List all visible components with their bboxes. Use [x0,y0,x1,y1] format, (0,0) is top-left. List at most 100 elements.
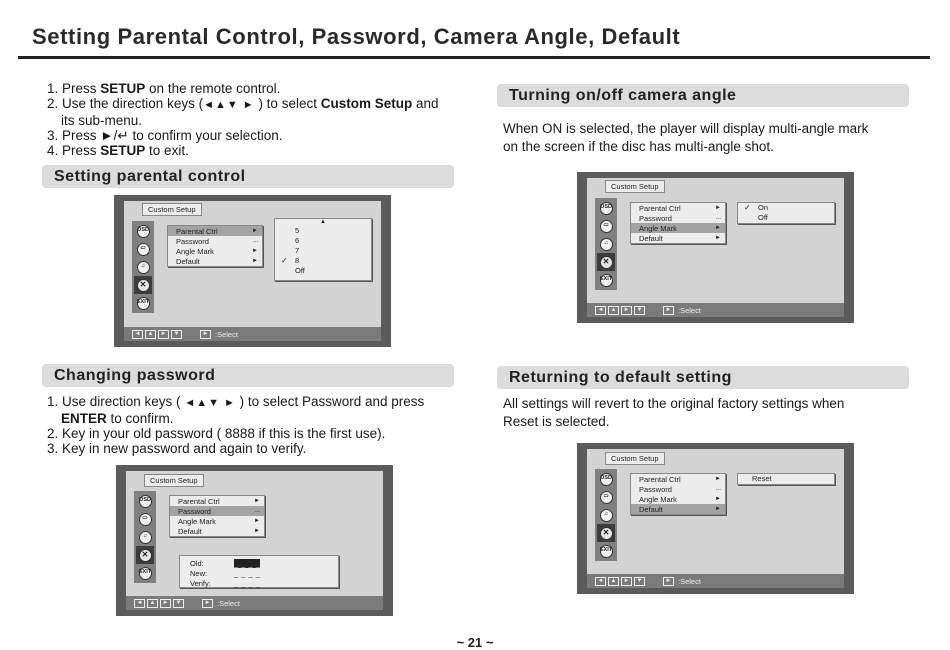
osd-icon-item: ✕ [597,253,615,271]
osd-icon-item: ▭ [134,240,152,258]
down-key-icon: ▼ [634,305,645,315]
password-step-1: 1. Use direction keys ( ◄▲▼ ► ) to selec… [47,394,424,411]
intro-step-1: 1. Press SETUP on the remote control. [47,81,439,96]
intro-step-3: 3. Press ►/↵ to confirm your selection. [47,128,439,143]
submenu-arrow-icon: ► [715,225,721,231]
osd-menu-label: Angle Mark [639,223,677,233]
left-key-icon: ◄ [595,576,606,586]
osd-scroll-up: ▲ [320,219,326,225]
osd-menu-item: Default► [631,504,725,514]
osd-icon-item: ✕ [134,276,152,294]
desc-line: All settings will revert to the original… [503,396,845,411]
osd-menu-item: Parental Ctrl► [168,226,262,236]
password-verify-label: Verify: [190,578,211,588]
down-key-icon: ▼ [173,598,184,608]
osd-settings-icon: OSD [599,472,613,486]
exit-icon: EXIT [599,544,613,558]
step-text: on the remote control. [145,81,281,96]
osd-icon-bar: OSD ▭ ♫ ✕ EXIT [595,469,617,561]
password-verify-field[interactable]: _ _ _ _ [234,578,261,588]
osd-option: Off [758,213,768,222]
osd-panel: Custom Setup OSD ▭ ♫ ✕ EXIT Parental Ctr… [587,449,844,588]
submenu-arrow-icon: ► [252,258,258,264]
desc-line: on the screen if the disc has multi-angl… [503,139,774,154]
osd-bottom-bar: ◄ ▲ ► ▼ ► :Select [124,327,381,341]
enter-key-icon: ►/↵ [100,128,129,143]
step-text: 1. Press [47,81,101,96]
default-description: All settings will revert to the original… [503,395,844,431]
camera-description: When ON is selected, the player will dis… [503,120,868,156]
osd-panel: Custom Setup OSD ▭ ♫ ✕ EXIT Parental Ctr… [124,201,381,341]
password-new-field[interactable]: _ _ _ _ [234,568,261,578]
osd-menu-label: Angle Mark [176,246,214,256]
osd-icon-item: ✕ [597,524,615,542]
left-key-icon: ◄ [132,329,143,339]
password-entry-box: Old: _ _ _ _ New:_ _ _ _ Verify: _ _ _ _ [179,555,339,588]
password-new-row: New:_ _ _ _ [190,568,338,578]
osd-menu-item: Angle Mark► [170,516,264,526]
check-icon: ✓ [744,203,751,212]
osd-panel: Custom Setup OSD ▭ ♫ ✕ EXIT Parental Ctr… [126,471,383,610]
osd-menu-label: Parental Ctrl [639,474,681,484]
osd-menu-item: Angle Mark► [168,246,262,256]
desc-line: Reset is selected. [503,414,610,429]
play-key-icon: ► [202,598,213,608]
osd-menu-label: Password [639,213,672,223]
submenu-arrow-icon: ► [254,498,260,504]
ellipsis-icon: ... [252,238,258,244]
speaker-icon: ♫ [138,530,152,544]
ellipsis-icon: ... [254,508,260,514]
exit-icon: EXIT [138,566,152,580]
speaker-icon: ♫ [136,260,150,274]
tv-icon: ▭ [138,512,152,526]
osd-settings-icon: OSD [138,494,152,508]
osd-default-options: Reset [737,473,835,485]
osd-option: 6 [295,236,300,245]
up-key-icon: ▲ [608,576,619,586]
osd-icon-item: ▭ [136,510,154,528]
osd-menu-label: Parental Ctrl [178,496,220,506]
osd-icon-item: EXIT [597,542,615,560]
left-key-icon: ◄ [134,598,145,608]
osd-menu-label: Password [178,506,211,516]
osd-tab-custom-setup: Custom Setup [142,203,202,216]
step-key: SETUP [100,143,146,158]
intro-step-2-cont: its sub-menu. [61,113,143,128]
osd-option: ✓ On [738,203,834,213]
osd-menu-item: Password... [168,236,262,246]
submenu-arrow-icon: ► [254,528,260,534]
step-text: 4. Press [47,143,101,158]
osd-icon-item: ♫ [134,258,152,276]
password-steps: 1. Use direction keys ( ◄▲▼ ► ) to selec… [47,394,424,456]
osd-icon-item: EXIT [134,294,152,312]
tools-icon: ✕ [599,255,613,269]
osd-menu-label: Default [639,233,663,243]
osd-bottom-bar: ◄ ▲ ► ▼ ► :Select [587,303,844,317]
osd-icon-item: ✕ [136,546,154,564]
exit-icon: EXIT [599,273,613,287]
osd-option: ✓8 [275,256,371,266]
osd-option: Off [295,266,305,275]
osd-tab-custom-setup: Custom Setup [144,474,204,487]
up-key-icon: ▲ [145,329,156,339]
osd-icon-bar: OSD ▭ ♫ ✕ EXIT [132,221,154,313]
tools-icon: ✕ [138,548,152,562]
password-step-2: 2. Key in your old password ( 8888 if th… [47,426,386,441]
osd-icon-item: OSD [597,199,615,217]
osd-menu-label: Password [176,236,209,246]
step-text: 3. Press [47,128,101,143]
osd-option-label: On [758,203,769,212]
step-text: ) to select [254,96,321,111]
play-key-icon: ► [663,305,674,315]
osd-icon-item: OSD [134,222,152,240]
page-title: Setting Parental Control, Password, Came… [32,24,681,49]
password-old-field[interactable]: _ _ _ _ [234,558,261,568]
osd-menu-item: Password... [631,484,725,494]
osd-select-label: :Select [678,305,701,315]
osd-icon-item: ▭ [597,488,615,506]
password-old-label: Old: [190,558,204,568]
intro-step-4: 4. Press SETUP to exit. [47,143,439,158]
password-old-row: Old: _ _ _ _ [190,558,338,568]
osd-screen-password: Custom Setup OSD ▭ ♫ ✕ EXIT Parental Ctr… [116,465,393,616]
left-key-icon: ◄ [595,305,606,315]
